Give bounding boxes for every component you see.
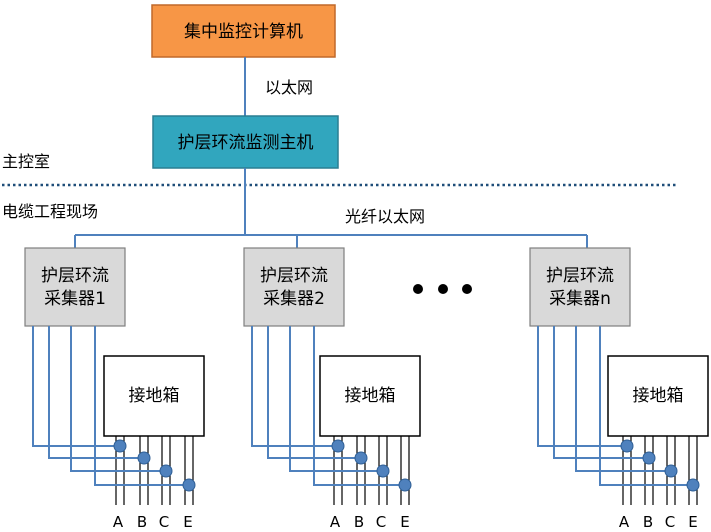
phase-label: E [183,513,192,531]
current-sensor-node [159,464,173,478]
zone-label-control-room: 主控室 [2,152,50,171]
current-sensor-node [331,439,345,453]
phase-label: A [619,513,630,531]
current-sensor-node [620,439,634,453]
sensor-feed-line [94,326,189,486]
phase-label: B [643,513,653,531]
sensor-feed-line [553,326,649,459]
grounding-box [319,355,421,437]
ellipsis-dot [438,284,448,294]
current-sensor-node [113,439,127,453]
computer-box [151,4,336,58]
current-sensor-node [376,464,390,478]
zone-label-field: 电缆工程现场 [2,202,98,221]
collector-box [24,247,126,327]
current-sensor-node [182,478,196,492]
sensor-feed-line [313,326,405,486]
collector-label-line2: 采集器1 [44,289,106,309]
sensor-feed-line [575,326,671,472]
phase-label: C [665,513,675,531]
grounding-box-label: 接地箱 [129,386,180,406]
monitor-host-label: 护层环流监测主机 [178,133,314,153]
ellipsis-dot [462,284,472,294]
phase-label: C [159,513,169,531]
phase-label: A [113,513,124,531]
grounding-box [103,355,205,437]
sensor-feed-line [267,326,361,459]
collector-box [529,247,631,327]
phase-label: B [137,513,147,531]
sensor-feed-line [251,326,338,447]
current-sensor-node [354,451,368,465]
collector-label-line1: 护层环流 [41,266,109,286]
phase-label: B [354,513,364,531]
collector-box [243,247,345,327]
sensor-feed-line [599,326,693,486]
sensor-feed-line [32,326,120,447]
monitor-host-box [152,115,339,169]
phase-label: E [688,513,697,531]
current-sensor-node [664,464,678,478]
ellipsis-dot [413,284,423,294]
current-sensor-node [137,451,151,465]
collector-label-line2: 采集器n [549,289,611,309]
sensor-feed-line [70,326,166,472]
computer-label: 集中监控计算机 [184,22,303,42]
grounding-box-label: 接地箱 [633,386,684,406]
collector-label-line2: 采集器2 [263,289,325,309]
current-sensor-node [686,478,700,492]
current-sensor-node [398,478,412,492]
phase-label: A [330,513,341,531]
ethernet-label: 以太网 [265,78,313,97]
fiber-label: 光纤以太网 [345,207,425,226]
sensor-feed-line [537,326,627,447]
current-sensor-node [642,451,656,465]
grounding-box [607,355,709,437]
phase-label: E [400,513,409,531]
phase-label: C [376,513,386,531]
collector-label-line1: 护层环流 [546,266,614,286]
collector-label-line1: 护层环流 [260,266,328,286]
grounding-box-label: 接地箱 [345,386,396,406]
sensor-feed-line [48,326,144,459]
sensor-feed-line [289,326,383,472]
